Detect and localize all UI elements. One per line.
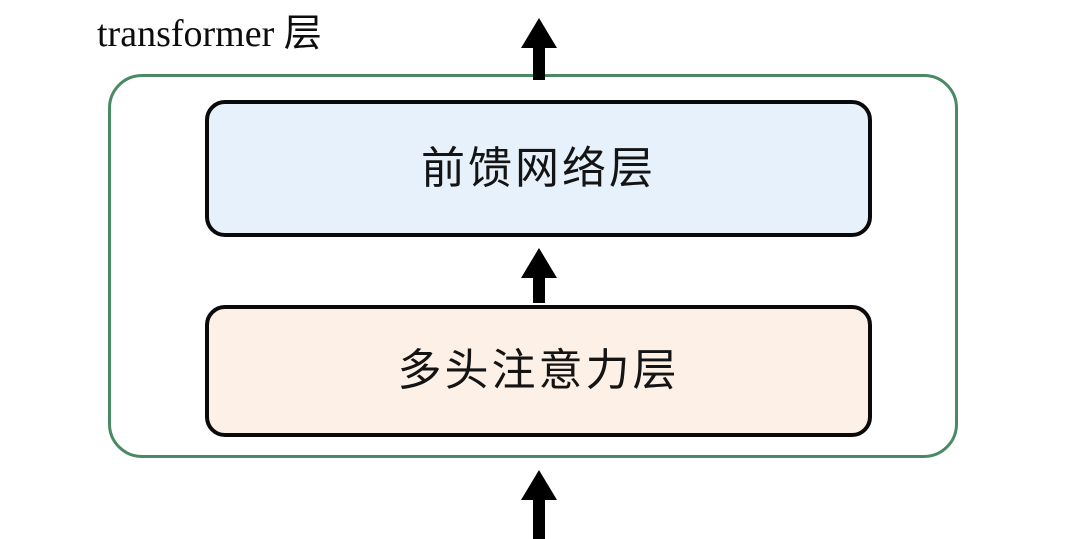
page-title: transformer 层 [97, 13, 322, 55]
output-arrow-icon [521, 18, 557, 80]
multi-head-attention-layer-box[interactable]: 多头注意力层 [205, 305, 872, 437]
multi-head-attention-layer-label: 多头注意力层 [397, 346, 680, 395]
feed-forward-network-layer-box[interactable]: 前馈网络层 [205, 100, 872, 237]
feed-forward-network-layer-label: 前馈网络层 [421, 143, 656, 193]
input-arrow-icon [521, 470, 557, 539]
